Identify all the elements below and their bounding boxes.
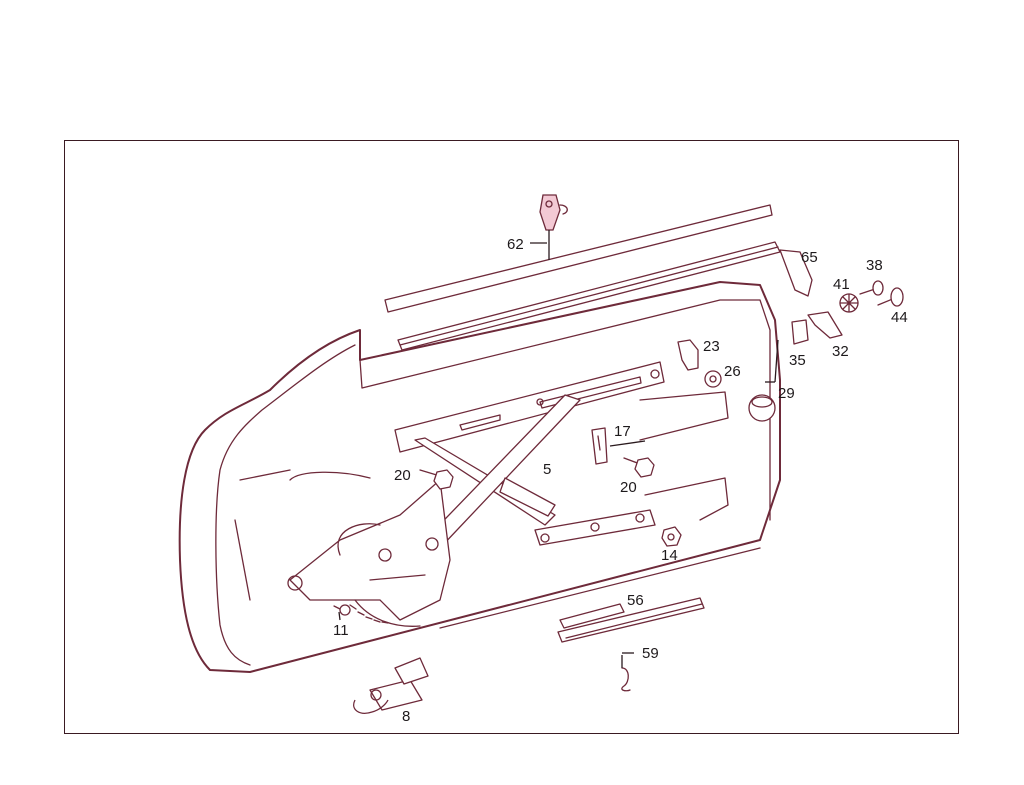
callout-20-right: 20 [620, 479, 637, 496]
callout-32: 32 [832, 343, 849, 360]
callout-5: 5 [543, 461, 551, 478]
window-channel-strips [384, 204, 813, 351]
small-parts [333, 194, 904, 714]
diagram-frame [64, 140, 959, 734]
callout-26: 26 [724, 363, 741, 380]
callout-41: 41 [833, 276, 850, 293]
leader-lines [338, 230, 779, 668]
callout-65: 65 [801, 249, 818, 266]
callout-20-left: 20 [394, 467, 411, 484]
callout-44: 44 [891, 309, 908, 326]
callout-17: 17 [614, 423, 631, 440]
callout-59: 59 [642, 645, 659, 662]
callout-8: 8 [402, 708, 410, 725]
callout-labels: 62 65 38 41 44 23 26 35 32 29 17 5 20 20… [333, 236, 908, 725]
callout-14: 14 [661, 547, 678, 564]
callout-56: 56 [627, 592, 644, 609]
callout-38: 38 [866, 257, 883, 274]
window-regulator [287, 361, 665, 627]
callout-62: 62 [507, 236, 524, 253]
callout-35: 35 [789, 352, 806, 369]
door-panel [178, 281, 781, 673]
callout-29: 29 [778, 385, 795, 402]
callout-23: 23 [703, 338, 720, 355]
callout-11: 11 [333, 622, 349, 639]
